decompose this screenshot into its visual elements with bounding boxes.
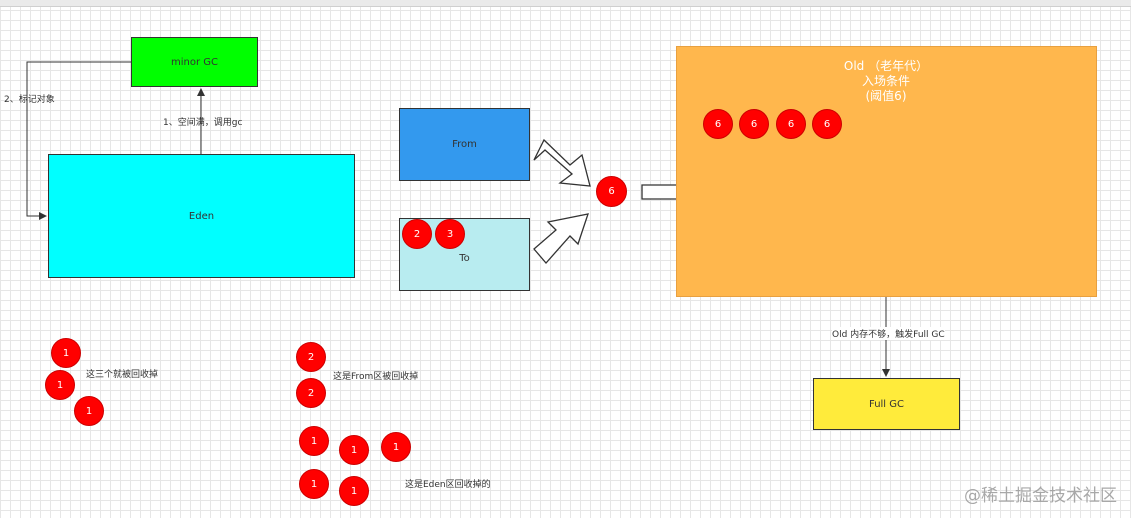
collected-eden-object-1: 1: [381, 432, 411, 462]
collected-object-1: 1: [74, 396, 104, 426]
old-generation-title: Old （老年代） 入场条件 (阈值6): [676, 59, 1096, 104]
block-arrow-to: [533, 213, 589, 264]
collected-object-1: 1: [51, 338, 81, 368]
edge-minor-gc-to-eden: [26, 61, 131, 220]
block-arrow-from: [533, 138, 591, 187]
edge-label-space-full: 1、空间满，调用gc: [163, 118, 243, 128]
eden-box: Eden: [48, 154, 355, 278]
full-gc-box: Full GC: [813, 378, 960, 430]
old-object-age-6: 6: [739, 109, 769, 139]
collected-from-object-2: 2: [296, 378, 326, 408]
collected-from-object-2: 2: [296, 342, 326, 372]
object-age-3-in-to: 3: [435, 219, 465, 249]
from-box: From: [399, 108, 530, 181]
old-object-age-6: 6: [703, 109, 733, 139]
collected-eden-object-1: 1: [299, 469, 329, 499]
note-from-collected: 这是From区被回收掉: [333, 372, 419, 382]
note-three-collected: 这三个就被回收掉: [86, 370, 159, 380]
edge-label-old-full: Old 内存不够，触发Full GC: [832, 327, 945, 340]
old-title-line-2: 入场条件: [861, 74, 910, 88]
object-age-6-promoting: 6: [596, 176, 627, 207]
old-object-age-6: 6: [812, 109, 842, 139]
collected-eden-object-1: 1: [299, 426, 329, 456]
collected-object-1: 1: [45, 370, 75, 400]
collected-eden-object-1: 1: [339, 435, 369, 465]
old-object-age-6: 6: [776, 109, 806, 139]
minor-gc-box: minor GC: [131, 37, 258, 87]
old-title-line-1: Old （老年代）: [843, 59, 929, 73]
old-title-line-3: (阈值6): [865, 89, 907, 103]
old-generation-box: [676, 46, 1097, 297]
watermark: @稀土掘金技术社区: [964, 486, 1117, 506]
canvas-top-bar: [0, 0, 1131, 7]
collected-eden-object-1: 1: [339, 476, 369, 506]
note-eden-collected: 这是Eden区回收掉的: [405, 480, 491, 490]
edge-label-mark-objects: 2、标记对象: [4, 95, 55, 105]
object-age-2-in-to: 2: [402, 219, 432, 249]
